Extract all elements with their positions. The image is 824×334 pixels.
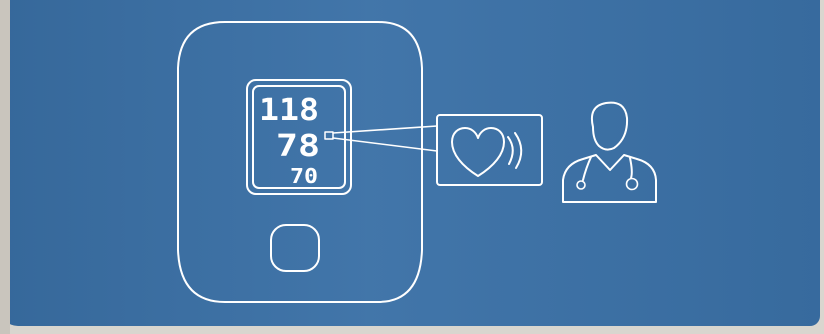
paper-edge	[0, 0, 10, 334]
heart-pulse-icon	[436, 114, 543, 186]
blue-panel	[0, 0, 820, 326]
indicator-box	[324, 131, 334, 140]
pulse-reading: 70	[290, 164, 318, 188]
display-frame	[246, 79, 352, 195]
doctor-stethoscope-icon	[562, 101, 657, 203]
start-button	[270, 224, 320, 272]
connector-lines	[332, 125, 438, 152]
diastolic-reading: 78	[276, 129, 320, 164]
systolic-reading: 118	[259, 93, 319, 128]
display-screen	[252, 85, 346, 189]
blood-pressure-monitor-icon	[177, 21, 423, 303]
